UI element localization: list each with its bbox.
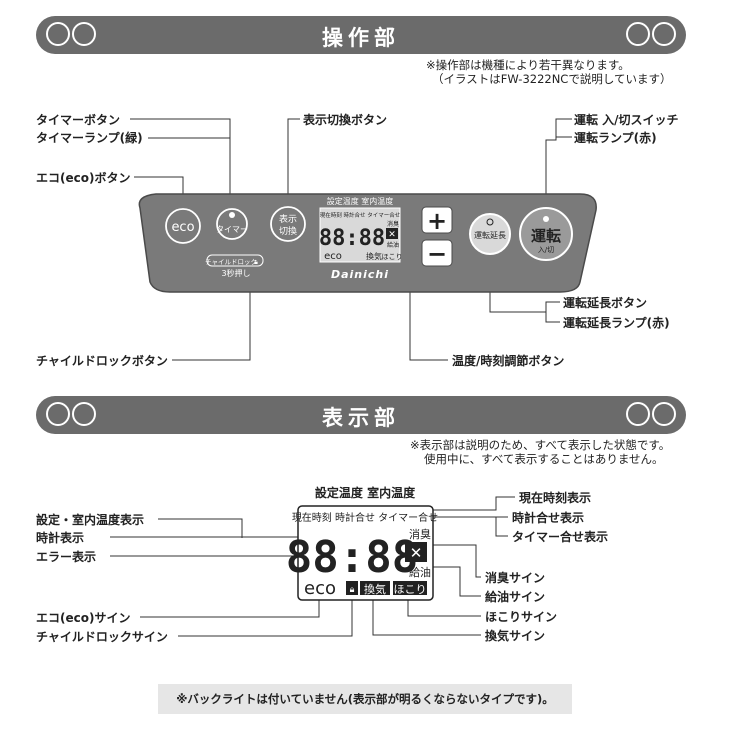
- svg-text:運転: 運転: [531, 227, 561, 245]
- timer-lamp: [229, 212, 235, 218]
- circle-icon: [626, 402, 650, 426]
- oil-sign: 給油: [409, 565, 431, 579]
- svg-text:+: +: [427, 207, 447, 235]
- label-set-room-temp: 設定・室内温度表示: [36, 513, 145, 527]
- svg-text:表示: 表示: [279, 213, 297, 225]
- svg-text:−: −: [427, 240, 447, 268]
- section1-note-2: （イラストはFW-3222NCで説明しています）: [432, 72, 672, 86]
- label-extend-button: 運転延長ボタン: [563, 296, 648, 310]
- svg-text:設定温度 室内温度: 設定温度 室内温度: [327, 196, 394, 206]
- label-display-switch: 表示切換ボタン: [303, 113, 388, 127]
- circle-icon: [46, 402, 70, 426]
- control-panel-diagram: eco タイマー 表示 切換 チャイルドロック 🔒︎ 3秒押し 設定温度 室内温…: [130, 118, 597, 361]
- footer-note: ※バックライトは付いていません(表示部が明るくならないタイプです)。: [176, 692, 554, 706]
- section2-title: 表示部: [322, 406, 400, 430]
- label-dust-sign: ほこりサイン: [485, 610, 558, 624]
- label-timer-set: タイマー合せ表示: [512, 530, 609, 544]
- plus-button: [421, 206, 453, 234]
- extend-button: [469, 213, 511, 255]
- svg-text:88:88: 88:88: [319, 226, 385, 251]
- error-x-icon: ✕: [410, 544, 423, 562]
- label-child-lock-button: チャイルドロックボタン: [36, 354, 168, 368]
- power-button: [519, 207, 573, 261]
- label-error: エラー表示: [36, 550, 97, 564]
- circle-icon: [72, 22, 96, 46]
- timer-button: [216, 208, 248, 240]
- label-timer-lamp: タイマーランプ(緑): [36, 131, 143, 145]
- eco-sign: eco: [304, 578, 336, 599]
- display-digits: 88:88: [286, 532, 418, 583]
- child-lock-button: [206, 254, 264, 267]
- circle-icon: [652, 22, 676, 46]
- svg-text:換気: 換気: [366, 251, 382, 261]
- vent-sign: 換気: [364, 582, 386, 596]
- label-power-lamp: 運転ランプ(赤): [574, 131, 657, 145]
- svg-text:eco: eco: [324, 251, 342, 262]
- timer-button-label: タイマー: [216, 225, 248, 234]
- eco-button: [165, 208, 201, 244]
- svg-text:給油: 給油: [387, 241, 399, 249]
- svg-text:切換: 切換: [279, 225, 297, 237]
- section2-note-1: ※表示部は説明のため、すべて表示した状態です。: [410, 438, 671, 452]
- section2-note-2: 使用中に、すべて表示することはありません。: [424, 452, 664, 466]
- large-lcd: [297, 505, 434, 601]
- label-eco-sign: エコ(eco)サイン: [36, 611, 131, 625]
- label-oil-sign: 給油サイン: [485, 590, 546, 604]
- svg-text:現在時刻 時計合せ タイマー合せ: 現在時刻 時計合せ タイマー合せ: [320, 211, 401, 219]
- circle-icon: [652, 402, 676, 426]
- circle-icon: [46, 22, 70, 46]
- section2-header: 表示部: [36, 396, 686, 434]
- display-switch-button: [270, 206, 306, 242]
- svg-text:消臭: 消臭: [387, 220, 399, 228]
- minus-button: [421, 239, 453, 267]
- label-vent-sign: 換気サイン: [485, 629, 546, 643]
- label-clock: 時計表示: [36, 531, 85, 545]
- footer-note-box: ※バックライトは付いていません(表示部が明るくならないタイプです)。: [158, 684, 572, 714]
- label-power-switch: 運転 入/切スイッチ: [574, 113, 679, 127]
- error-x-icon: ✕: [388, 230, 396, 240]
- eco-button-label: eco: [171, 220, 194, 235]
- label-clock-set: 時計合せ表示: [512, 511, 585, 525]
- section1-header: 操作部: [36, 16, 686, 54]
- svg-text:ほこり: ほこり: [382, 253, 403, 261]
- section1-title: 操作部: [322, 26, 400, 50]
- dust-sign: ほこり: [394, 583, 427, 596]
- display-header: 設定温度 室内温度: [315, 485, 416, 500]
- extend-lamp: [486, 218, 494, 226]
- label-temp-time-button: 温度/時刻調節ボタン: [452, 354, 565, 368]
- circle-icon: [72, 402, 96, 426]
- svg-text:運転延長: 運転延長: [474, 230, 506, 240]
- label-extend-lamp: 運転延長ランプ(赤): [563, 316, 670, 330]
- display-diagram: 設定温度 室内温度 現在時刻 時計合せ タイマー合せ 88:88 消臭 ✕ 給油…: [110, 485, 515, 637]
- label-current-time: 現在時刻表示: [519, 491, 592, 505]
- label-eco-button: エコ(eco)ボタン: [36, 171, 131, 185]
- svg-text:3秒押し: 3秒押し: [221, 268, 250, 278]
- label-timer-button: タイマーボタン: [36, 113, 121, 127]
- section1-note-1: ※操作部は機種により若干異なります。: [426, 58, 630, 72]
- lock-icon: 🔒︎: [254, 258, 258, 266]
- power-lamp: [543, 216, 549, 222]
- brand-logo: Dainichi: [331, 268, 389, 281]
- label-child-lock-sign: チャイルドロックサイン: [36, 630, 168, 644]
- label-deodor-sign: 消臭サイン: [485, 571, 546, 585]
- display-top-labels: 現在時刻 時計合せ タイマー合せ: [292, 511, 438, 524]
- svg-text:チャイルドロック: チャイルドロック: [205, 258, 257, 266]
- svg-text:入/切: 入/切: [538, 246, 554, 254]
- deodor-sign: 消臭: [409, 527, 431, 541]
- lock-icon: 🔒︎: [350, 585, 355, 595]
- circle-icon: [626, 22, 650, 46]
